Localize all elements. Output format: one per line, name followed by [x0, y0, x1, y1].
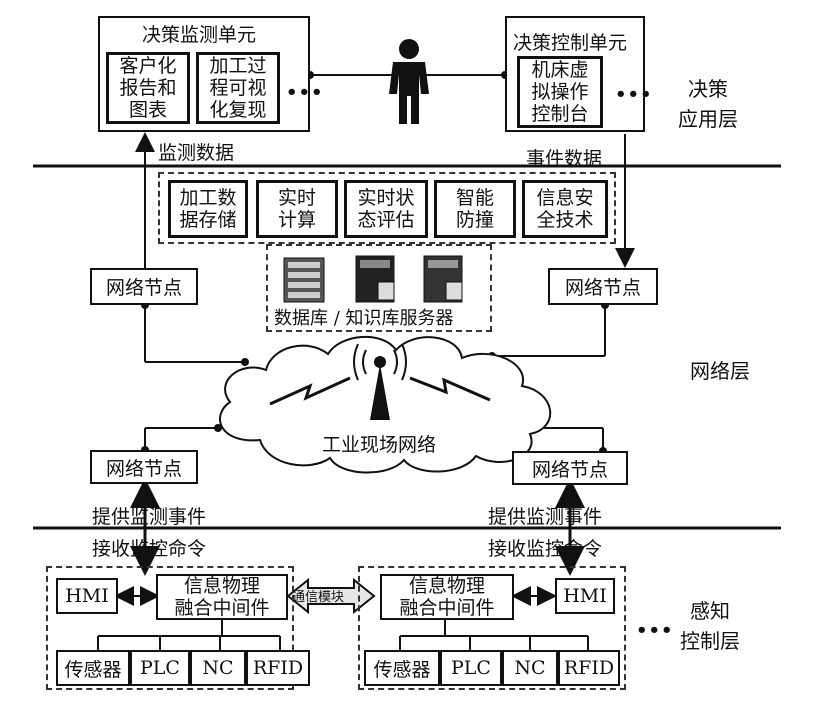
receive-control-commands-left: 接收监控命令 [92, 538, 207, 560]
layer-label-network: 网络层 [690, 359, 750, 383]
servers-label: 数据库 / 知识库服务器 [274, 308, 454, 329]
antenna-tower-icon [370, 364, 390, 420]
middleware-right: 信息物理 融合中间件 [380, 574, 514, 620]
device-rfid-left: RFID [246, 650, 310, 686]
provide-monitor-events-left: 提供监测事件 [92, 506, 207, 528]
layer-label-perception: 感知 控制层 [680, 599, 740, 653]
machine-virtual-console-box: 机床虚 拟操作 控制台 [517, 56, 603, 128]
decision-control-title: 决策控制单元 [513, 32, 628, 54]
monitor-more-dots: ••• [286, 82, 324, 103]
network-node-bottom-right: 网络节点 [512, 451, 628, 485]
cloud-icon [219, 336, 552, 474]
device-sensor-right: 传感器 [364, 650, 440, 686]
operator-icon [389, 39, 429, 124]
service-realtime-compute: 实时 计算 [256, 180, 338, 238]
process-visualization-box: 加工过 程可视 化复现 [196, 52, 280, 124]
monitor-data-label: 监测数据 [158, 142, 235, 164]
middleware-left: 信息物理 融合中间件 [156, 574, 288, 620]
event-data-label: 事件数据 [526, 148, 603, 170]
decision-control-unit: 决策控制单元 机床虚 拟操作 控制台 ••• [505, 16, 652, 132]
decision-monitor-unit: 决策监测单元 客户化 报告和 图表 加工过 程可视 化复现 [98, 16, 310, 132]
device-plc-right: PLC [440, 650, 502, 686]
service-server-icon [423, 255, 463, 303]
device-nc-left: NC [190, 650, 246, 686]
service-data-storage: 加工数 据存储 [168, 180, 248, 238]
control-more-dots: ••• [615, 84, 653, 105]
servers-group: 数据库 / 知识库服务器 [266, 244, 492, 332]
decision-monitor-title: 决策监测单元 [142, 24, 257, 46]
device-sensor-left: 传感器 [56, 650, 130, 686]
layer-label-decision: 决策 应用层 [678, 77, 738, 131]
perception-more-dots: ••• [636, 620, 674, 641]
cloud-label: 工业现场网络 [322, 434, 437, 456]
perception-group-right [358, 566, 626, 690]
network-node-top-right: 网络节点 [548, 268, 658, 305]
network-node-bottom-left: 网络节点 [90, 450, 198, 484]
device-plc-left: PLC [130, 650, 190, 686]
services-group: 加工数 据存储 实时 计算 实时状 态评估 智能 防撞 信息安 全技术 [158, 172, 616, 244]
service-information-security: 信息安 全技术 [522, 180, 608, 238]
service-collision-avoidance: 智能 防撞 [434, 180, 516, 238]
comm-module-label: 通信模块 [292, 590, 345, 605]
provide-monitor-events-right: 提供监测事件 [488, 506, 603, 528]
hmi-right: HMI [555, 578, 615, 614]
network-node-top-left: 网络节点 [90, 268, 198, 305]
device-rfid-right: RFID [558, 650, 620, 686]
comm-module-arrow [286, 577, 376, 615]
receive-control-commands-right: 接收监控命令 [488, 538, 603, 560]
service-state-evaluation: 实时状 态评估 [344, 180, 428, 238]
server-icons [283, 255, 463, 303]
knowledge-server-icon [355, 255, 395, 303]
perception-group-left [46, 566, 294, 690]
database-server-icon [283, 257, 325, 303]
hmi-left: HMI [56, 578, 118, 614]
device-nc-right: NC [502, 650, 558, 686]
report-charts-box: 客户化 报告和 图表 [106, 52, 190, 124]
